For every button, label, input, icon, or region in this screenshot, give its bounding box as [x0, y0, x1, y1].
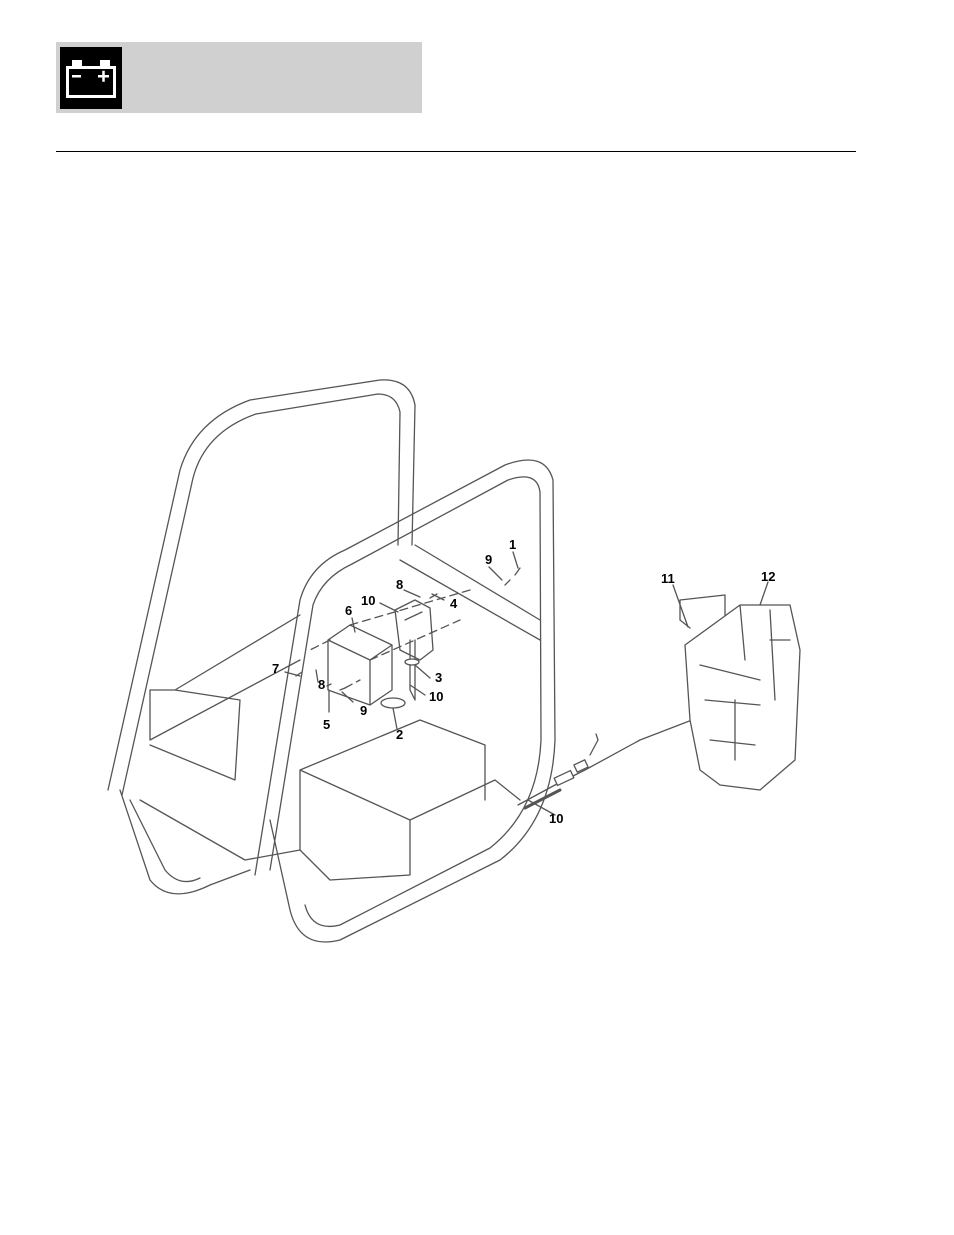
callout-11: 11: [661, 571, 675, 586]
callout-6: 6: [345, 603, 352, 618]
callout-1: 1: [509, 537, 516, 552]
front-rollbar: [255, 460, 555, 942]
callout-9-frame: 9: [485, 552, 492, 567]
callout-7: 7: [272, 661, 279, 676]
callout-8-bracket: 8: [396, 577, 403, 592]
callout-3: 3: [435, 670, 442, 685]
callout-10-cable: 10: [429, 689, 443, 704]
callout-10-harness: 10: [549, 811, 563, 826]
callout-10-bracket: 10: [361, 593, 375, 608]
rear-rollbar: [108, 380, 415, 795]
transmission: [685, 605, 800, 790]
callout-9-box: 9: [360, 703, 367, 718]
callout-12: 12: [761, 569, 775, 584]
callout-5: 5: [323, 717, 330, 732]
switch-bracket: [395, 600, 433, 700]
callout-2: 2: [396, 727, 403, 742]
battery-box: [328, 625, 392, 705]
callout-8-box: 8: [318, 677, 325, 692]
callout-4: 4: [450, 596, 458, 611]
